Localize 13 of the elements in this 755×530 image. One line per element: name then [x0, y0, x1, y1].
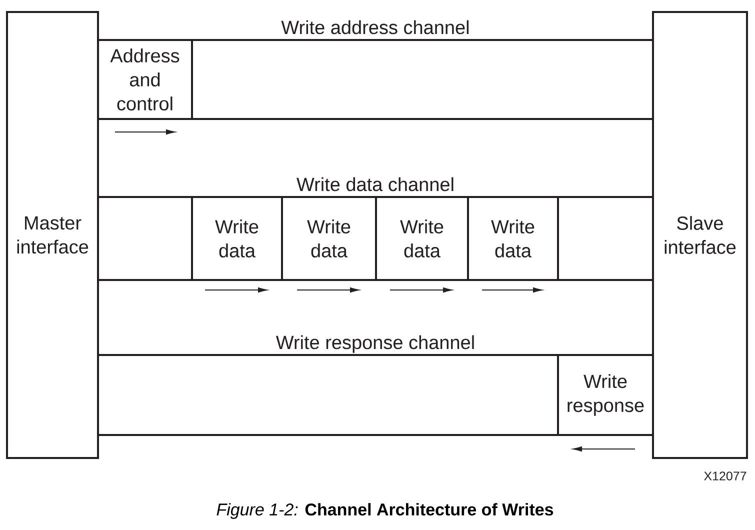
- figure-id: X12077: [704, 472, 746, 480]
- transfer-box: Write response: [557, 354, 654, 436]
- channel-heading: Write data channel: [296, 177, 454, 192]
- interface-box: Master interface: [6, 11, 99, 459]
- transfer-box: Write data: [191, 196, 283, 281]
- channel-heading: Write address channel: [281, 20, 469, 34]
- transfer-box: Write data: [375, 196, 469, 281]
- transfer-box: Write data: [467, 196, 559, 281]
- transfer-box: Address and control: [97, 39, 193, 120]
- interface-box: Slave interface: [652, 11, 748, 459]
- caption: Figure 1-2: Channel Architecture of Writes: [216, 503, 554, 519]
- channel-heading: Write response channel: [276, 335, 474, 353]
- transfer-box: Write data: [281, 196, 377, 281]
